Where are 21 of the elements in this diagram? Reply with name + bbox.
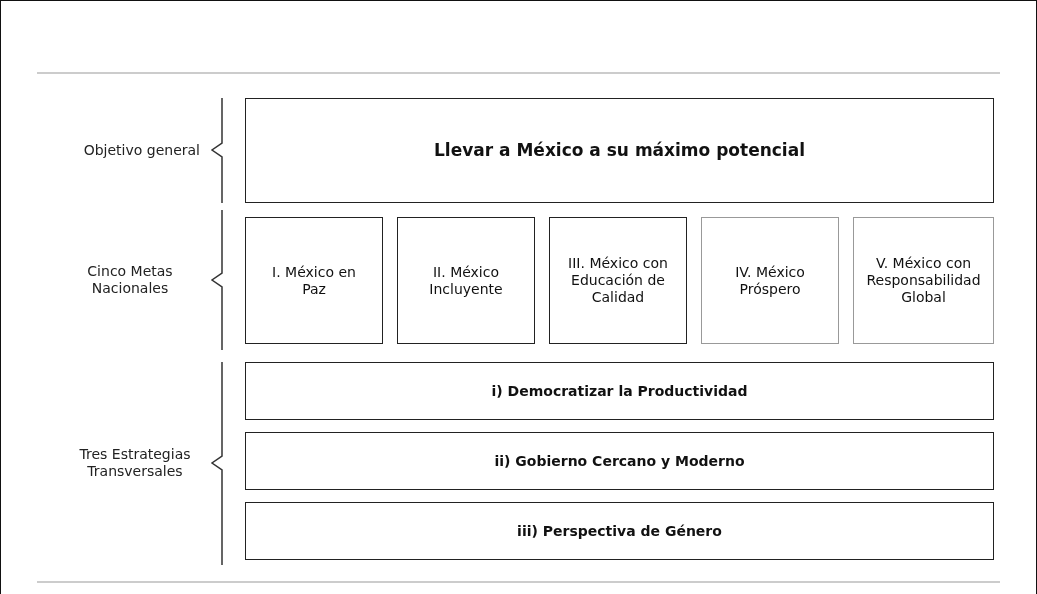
strategy-box <box>245 502 994 560</box>
strategy-text: i) Democratizar la Productividad <box>491 382 748 400</box>
objective-box <box>245 98 994 203</box>
section-label: Objetivo general <box>82 142 200 159</box>
goal-box <box>549 217 687 344</box>
goal-box <box>853 217 994 344</box>
strategy-box <box>245 432 994 490</box>
goal-box <box>397 217 535 344</box>
objective-text: Llevar a México a su máximo potencial <box>434 142 805 159</box>
goal-text: IV. México Próspero <box>734 263 806 298</box>
goal-text: III. México con Educación de Calidad <box>567 255 669 306</box>
strategy-box <box>245 362 994 420</box>
strategy-text: iii) Perspectiva de Género <box>517 522 722 540</box>
strategy-text: ii) Gobierno Cercano y Moderno <box>494 452 745 470</box>
goal-box <box>701 217 839 344</box>
goal-text: V. México con Responsabilidad Global <box>865 255 982 306</box>
goal-text: II. México Incluyente <box>428 263 504 298</box>
section-label: Cinco Metas Nacionales <box>86 263 174 297</box>
goal-box <box>245 217 383 344</box>
goal-text: I. México en Paz <box>271 263 357 298</box>
section-label: Tres Estrategias Transversales <box>78 446 192 480</box>
